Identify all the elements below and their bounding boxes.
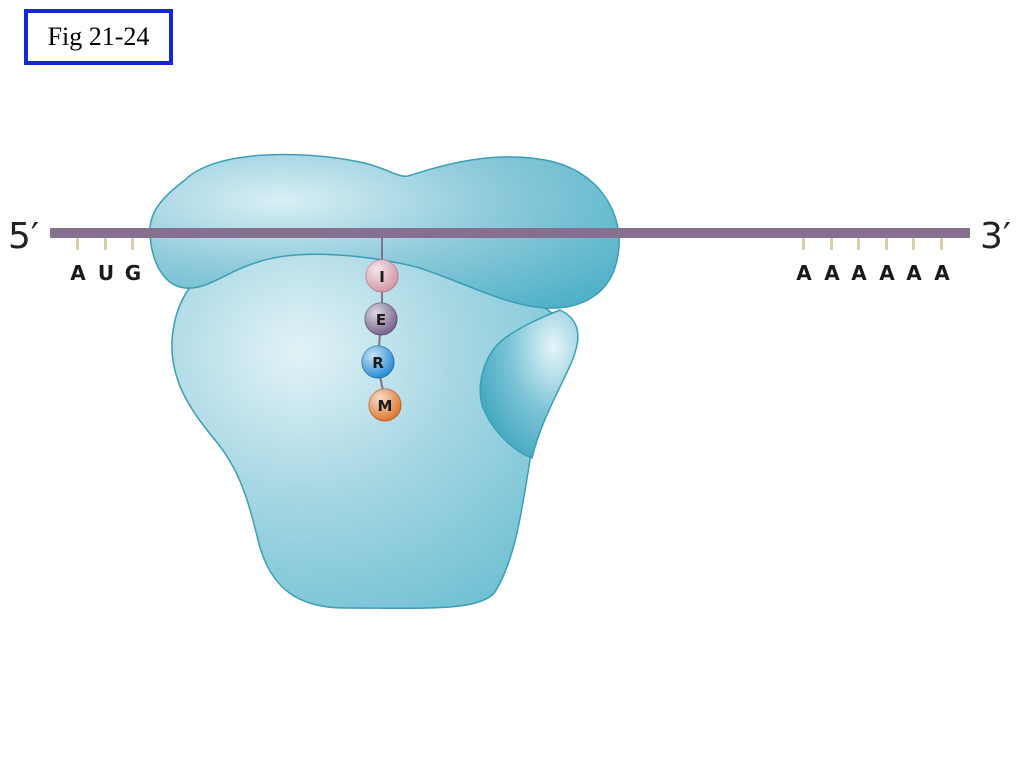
amino-acid-e-label: E: [376, 311, 386, 329]
amino-acid-r-label: R: [372, 354, 384, 372]
base-tick: [131, 238, 134, 250]
exit-tunnel-lobe: [479, 309, 579, 459]
amino-acid-i-label: I: [379, 268, 385, 286]
amino-acid-m: M: [368, 388, 402, 422]
poly-a-base: A: [906, 261, 922, 285]
poly-a-base: A: [934, 261, 950, 285]
poly-a-base: A: [796, 261, 812, 285]
poly-a-base: A: [824, 261, 840, 285]
base-tick: [940, 238, 943, 250]
five-prime-label: 5′: [8, 216, 39, 257]
start-codon-base: G: [125, 261, 141, 285]
figure-label: Fig 21-24: [24, 9, 173, 65]
mrna-strand: [50, 228, 970, 238]
base-tick: [76, 238, 79, 250]
base-tick: [885, 238, 888, 250]
peptide-bond: [378, 332, 381, 349]
poly-a-tail: A A A A A A: [796, 238, 950, 285]
base-tick: [104, 238, 107, 250]
start-codon: A U G: [70, 238, 141, 285]
poly-a-base: A: [851, 261, 867, 285]
amino-acid-m-label: M: [378, 397, 393, 415]
three-prime-label: 3′: [980, 216, 1011, 257]
poly-a-base: A: [879, 261, 895, 285]
base-tick: [830, 238, 833, 250]
figure-label-text: Fig 21-24: [47, 22, 150, 51]
amino-acid-r: R: [361, 345, 395, 379]
peptide-bond: [379, 375, 384, 392]
base-tick: [912, 238, 915, 250]
amino-acid-e: E: [364, 302, 398, 336]
amino-acid-i: I: [365, 259, 399, 293]
base-tick: [857, 238, 860, 250]
start-codon-base: U: [98, 261, 114, 285]
start-codon-base: A: [70, 261, 86, 285]
base-tick: [802, 238, 805, 250]
